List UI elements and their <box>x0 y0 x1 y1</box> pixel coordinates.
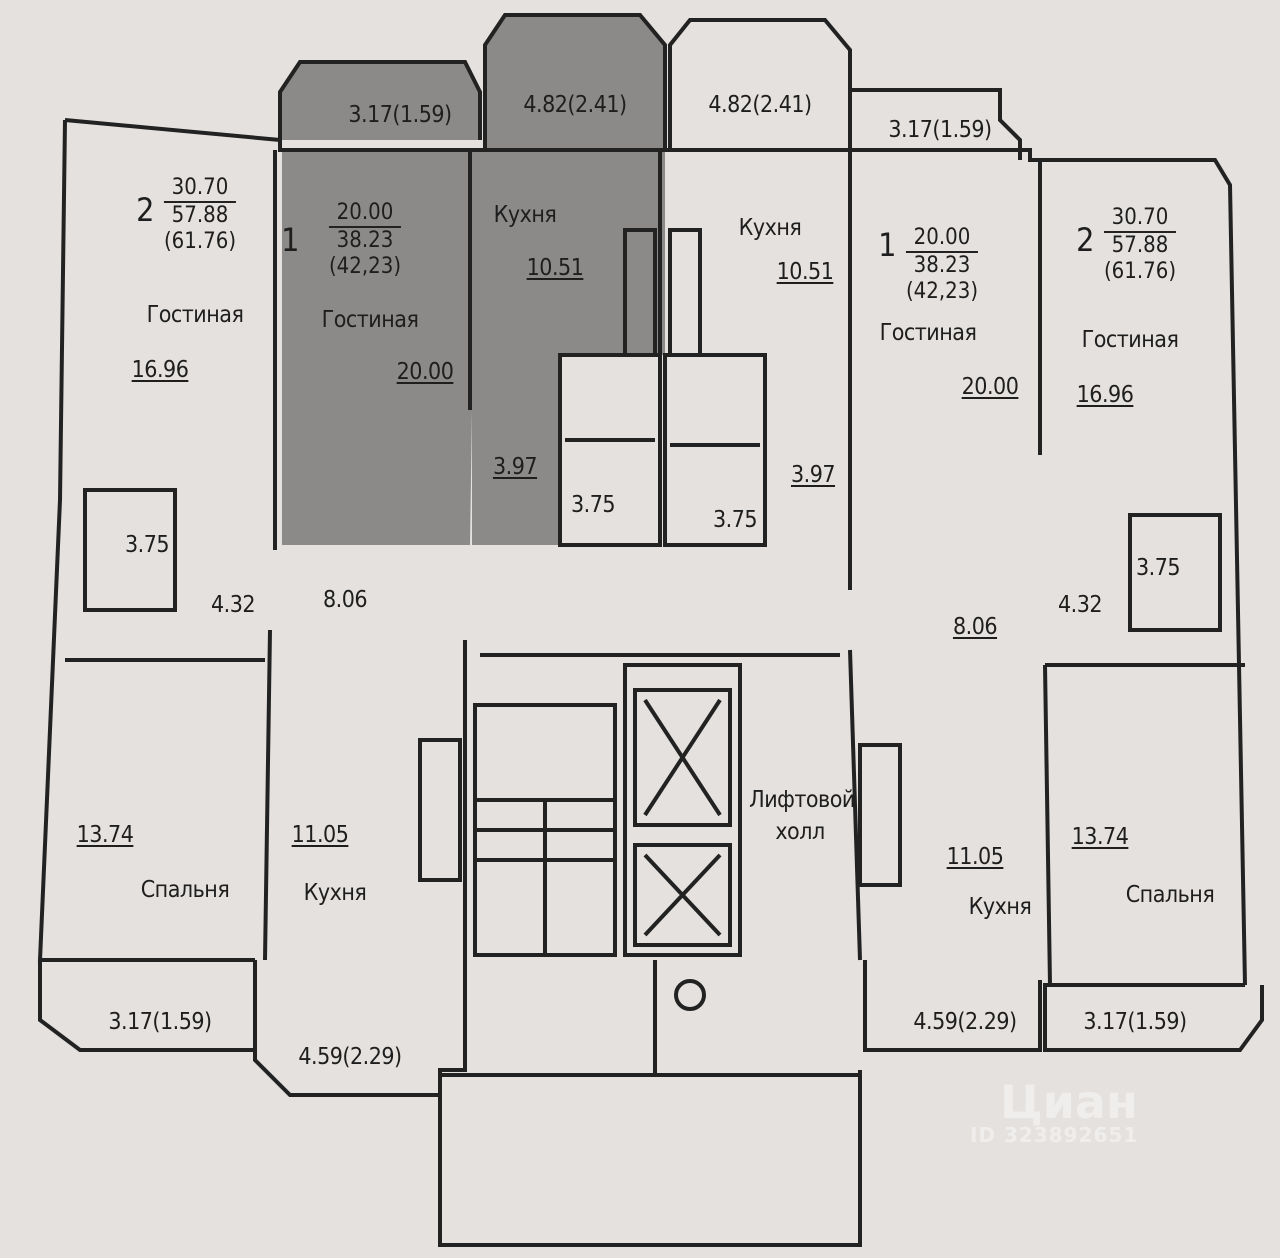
total-area: 57.88 <box>171 203 229 228</box>
room-area: 3.75 <box>124 532 170 558</box>
balcony-area: 3.17(1.59) <box>108 1009 212 1035</box>
room-count: 2 <box>136 191 154 229</box>
room-label: Гостиная <box>321 307 419 333</box>
room-area: 13.74 <box>1071 824 1129 850</box>
watermark-brand: Циан <box>1000 1075 1138 1129</box>
room-label: Гостиная <box>1081 327 1179 353</box>
living-area: 20.00 <box>328 200 402 228</box>
balcony-area: 3.17(1.59) <box>348 102 452 128</box>
room-area: 3.97 <box>492 454 538 480</box>
living-area: 30.70 <box>1103 205 1177 233</box>
selected-apartment-highlight <box>280 15 665 545</box>
room-count: 1 <box>281 221 299 259</box>
balcony-area: 4.59(2.29) <box>298 1044 402 1070</box>
elevator-hall-label: холл <box>775 819 825 845</box>
room-area: 13.74 <box>76 822 134 848</box>
balcony-area: 4.82(2.41) <box>708 92 812 118</box>
room-area: 3.75 <box>570 492 616 518</box>
apartment-areas: 20.00 38.23 (42,23) <box>328 200 402 280</box>
room-area: 10.51 <box>526 255 584 281</box>
room-label: Гостиная <box>146 302 244 328</box>
room-label: Спальня <box>1125 882 1215 908</box>
total-area: 57.88 <box>1111 233 1169 258</box>
room-area: 20.00 <box>396 359 454 385</box>
balcony-area: 3.17(1.59) <box>1083 1009 1187 1035</box>
room-area: 16.96 <box>1076 382 1134 408</box>
balcony-area: 3.17(1.59) <box>888 117 992 143</box>
total-with-balcony: (61.76) <box>1103 259 1177 284</box>
total-with-balcony: (61.76) <box>163 229 237 254</box>
total-area: 38.23 <box>336 228 394 253</box>
balcony-area: 4.59(2.29) <box>913 1009 1017 1035</box>
living-area: 30.70 <box>163 175 237 203</box>
room-area: 4.32 <box>210 592 256 618</box>
room-area: 16.96 <box>131 357 189 383</box>
room-label: Гостиная <box>879 320 977 346</box>
room-area: 3.75 <box>1135 555 1181 581</box>
room-label: Кухня <box>303 880 367 906</box>
walls <box>37 13 1264 1247</box>
room-area: 3.75 <box>712 507 758 533</box>
living-area: 20.00 <box>905 225 979 253</box>
total-with-balcony: (42,23) <box>905 279 979 304</box>
room-area: 11.05 <box>291 822 349 848</box>
apartment-areas: 30.70 57.88 (61.76) <box>1103 205 1177 285</box>
total-area: 38.23 <box>913 253 971 278</box>
total-with-balcony: (42,23) <box>328 254 402 279</box>
room-area: 20.00 <box>961 374 1019 400</box>
room-count: 1 <box>878 226 896 264</box>
room-label: Кухня <box>493 202 557 228</box>
room-area: 11.05 <box>946 844 1004 870</box>
apartment-areas: 20.00 38.23 (42,23) <box>905 225 979 305</box>
watermark-id: ID 323892651 <box>970 1123 1139 1147</box>
balcony-area: 4.82(2.41) <box>523 92 627 118</box>
room-label: Кухня <box>738 215 802 241</box>
apartment-areas: 30.70 57.88 (61.76) <box>163 175 237 255</box>
room-area: 10.51 <box>776 259 834 285</box>
room-area: 8.06 <box>322 587 368 613</box>
room-area: 8.06 <box>952 614 998 640</box>
room-area: 4.32 <box>1057 592 1103 618</box>
room-count: 2 <box>1076 221 1094 259</box>
watermark: Циан ID 323892651 <box>970 1075 1138 1147</box>
room-label: Спальня <box>140 877 230 903</box>
elevator-hall-label: Лифтовой <box>749 787 855 813</box>
room-area: 3.97 <box>790 462 836 488</box>
room-label: Кухня <box>968 894 1032 920</box>
